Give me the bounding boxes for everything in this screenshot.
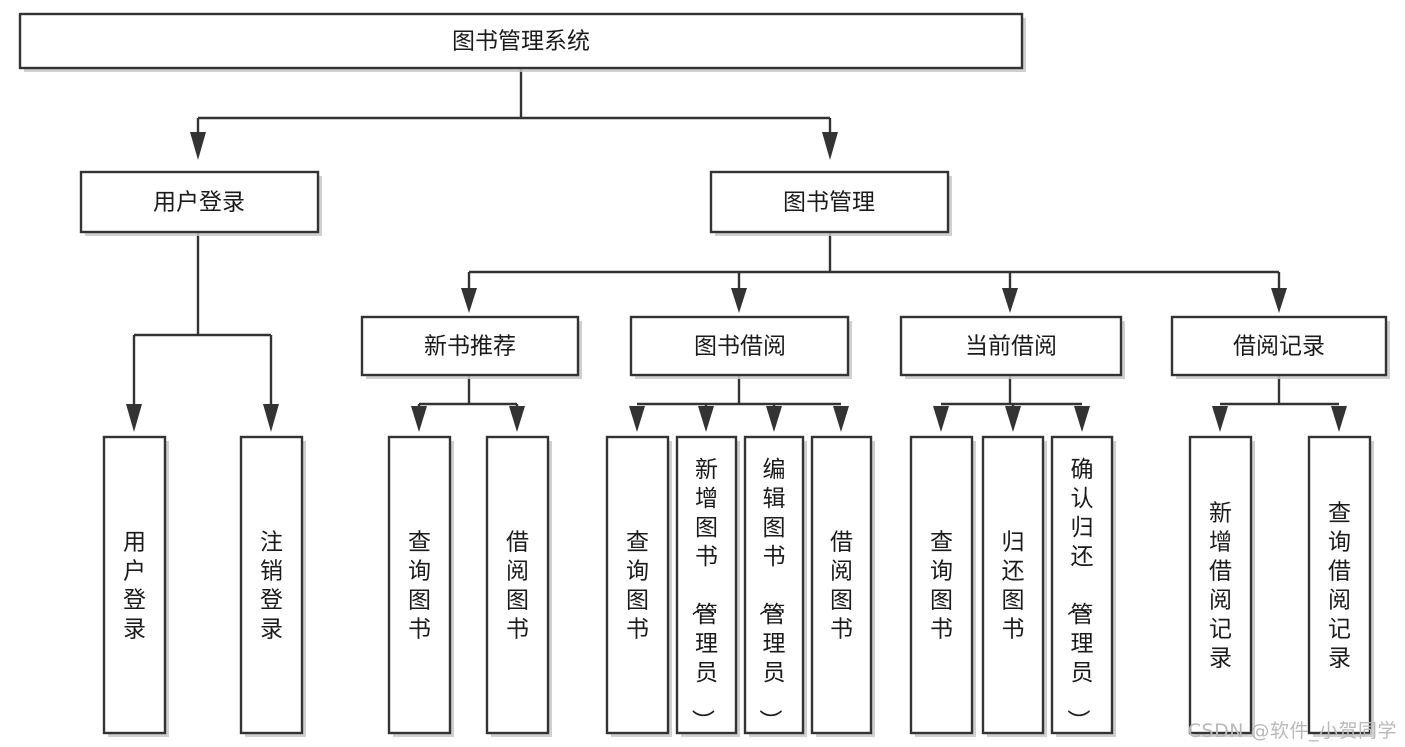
arrow-to-leaf-confirm-return: [1074, 406, 1090, 432]
book-manage-label: 图书管理: [783, 190, 875, 216]
leaf-add-book-label: 新增图书（管理员）: [689, 457, 718, 732]
node-leaf-add-book[interactable]: 新增图书（管理员）: [675, 435, 740, 737]
arrow-to-user-login: [190, 132, 206, 160]
user-login-label: 用户登录: [153, 190, 245, 216]
arrow-to-leaf-borrow-book: [833, 406, 849, 432]
node-root[interactable]: 图书管理系统: [18, 12, 1026, 72]
node-user-login[interactable]: 用户登录: [79, 170, 322, 236]
leaf-query-book-borrow-box[interactable]: [605, 435, 670, 735]
node-leaf-user-logout[interactable]: 注销登录: [239, 435, 306, 737]
leaf-add-book-box[interactable]: [675, 435, 738, 735]
arrow-to-leaf-user-logout: [263, 404, 279, 432]
book-borrow-label: 图书借阅: [694, 334, 786, 360]
node-new-book-recommend[interactable]: 新书推荐: [360, 315, 582, 379]
csdn-watermark: CSDN @软件_小贺同学: [1187, 720, 1397, 742]
node-leaf-query-borrow-record[interactable]: 查询借阅记录: [1307, 435, 1374, 737]
arrow-to-borrow-record: [1271, 288, 1287, 313]
leaf-query-borrow-record-box[interactable]: [1307, 435, 1372, 735]
leaf-nodes-group: 用户登录 注销登录 查询图书 借阅图书 查询图书 新增图书（管理员） 编辑图书（管理员） 借阅…: [102, 435, 1374, 737]
arrow-to-current-borrow: [1002, 288, 1018, 313]
arrow-to-book-manage: [822, 132, 838, 160]
current-borrow-label: 当前借阅: [965, 334, 1057, 360]
connector-edges-group: [126, 68, 1347, 432]
leaf-confirm-return-label: 确认归还（管理员）: [1065, 457, 1094, 732]
leaf-edit-book-box[interactable]: [743, 435, 805, 735]
user-login-box[interactable]: [79, 170, 320, 234]
node-leaf-confirm-return[interactable]: 确认归还（管理员）: [1050, 435, 1116, 737]
root-box[interactable]: [18, 12, 1024, 70]
root-label: 图书管理系统: [452, 29, 590, 55]
node-borrow-record[interactable]: 借阅记录: [1170, 315, 1390, 379]
leaf-query-book-borrow-label: 查询图书: [626, 530, 649, 643]
arrow-to-leaf-query-book-current: [933, 406, 949, 432]
leaf-borrow-book-new-label: 借阅图书: [506, 530, 529, 643]
node-leaf-user-login[interactable]: 用户登录: [102, 435, 169, 737]
arrow-to-leaf-user-login: [126, 404, 142, 432]
leaf-query-book-current-label: 查询图书: [930, 530, 953, 643]
node-leaf-query-book-new[interactable]: 查询图书: [387, 435, 454, 737]
leaf-user-login-label: 用户登录: [123, 530, 146, 643]
leaf-return-book-label: 归还图书: [1002, 530, 1025, 643]
leaf-return-book-box[interactable]: [981, 435, 1045, 735]
arrow-to-leaf-query-book-borrow: [629, 406, 645, 432]
new-book-recommend-box[interactable]: [360, 315, 580, 377]
leaf-user-logout-box[interactable]: [239, 435, 304, 735]
arrow-to-leaf-return-book: [1005, 406, 1021, 432]
book-manage-box[interactable]: [709, 170, 950, 234]
leaf-query-book-new-box[interactable]: [387, 435, 452, 735]
arrow-to-leaf-borrow-book-new: [509, 406, 525, 432]
node-current-borrow[interactable]: 当前借阅: [899, 315, 1125, 379]
node-leaf-return-book[interactable]: 归还图书: [981, 435, 1047, 737]
leaf-query-borrow-record-label: 查询借阅记录: [1328, 501, 1351, 672]
leaf-query-book-current-box[interactable]: [909, 435, 974, 735]
node-leaf-query-book-current[interactable]: 查询图书: [909, 435, 976, 737]
arrow-to-book-borrow: [731, 288, 747, 313]
current-borrow-box[interactable]: [899, 315, 1123, 377]
node-leaf-borrow-book-new[interactable]: 借阅图书: [485, 435, 552, 737]
leaf-borrow-book-new-box[interactable]: [485, 435, 550, 735]
node-book-manage[interactable]: 图书管理: [709, 170, 952, 236]
node-leaf-add-borrow-record[interactable]: 新增借阅记录: [1188, 435, 1255, 737]
leaf-edit-book-label: 编辑图书（管理员）: [757, 457, 786, 732]
leaf-user-logout-label: 注销登录: [260, 530, 283, 643]
arrow-to-leaf-query-book-new: [411, 406, 427, 432]
arrow-to-leaf-add-borrow-record: [1212, 406, 1228, 432]
borrow-record-label: 借阅记录: [1233, 334, 1325, 360]
arrow-to-leaf-query-borrow-record: [1331, 406, 1347, 432]
node-leaf-borrow-book[interactable]: 借阅图书: [810, 435, 875, 737]
arrow-to-leaf-add-book: [698, 406, 714, 432]
borrow-record-box[interactable]: [1170, 315, 1388, 377]
arrow-to-leaf-edit-book: [766, 406, 782, 432]
leaf-borrow-book-label: 借阅图书: [830, 530, 853, 643]
book-borrow-box[interactable]: [629, 315, 850, 377]
leaf-confirm-return-box[interactable]: [1050, 435, 1114, 735]
leaf-add-borrow-record-label: 新增借阅记录: [1209, 501, 1232, 672]
leaf-borrow-book-box[interactable]: [810, 435, 873, 735]
leaf-query-book-new-label: 查询图书: [408, 530, 431, 643]
new-book-recommend-label: 新书推荐: [424, 334, 516, 360]
arrow-to-new-book: [461, 288, 477, 313]
node-leaf-edit-book[interactable]: 编辑图书（管理员）: [743, 435, 807, 737]
node-leaf-query-book-borrow[interactable]: 查询图书: [605, 435, 672, 737]
leaf-user-login-box[interactable]: [102, 435, 167, 735]
leaf-add-borrow-record-box[interactable]: [1188, 435, 1253, 735]
node-book-borrow[interactable]: 图书借阅: [629, 315, 852, 379]
